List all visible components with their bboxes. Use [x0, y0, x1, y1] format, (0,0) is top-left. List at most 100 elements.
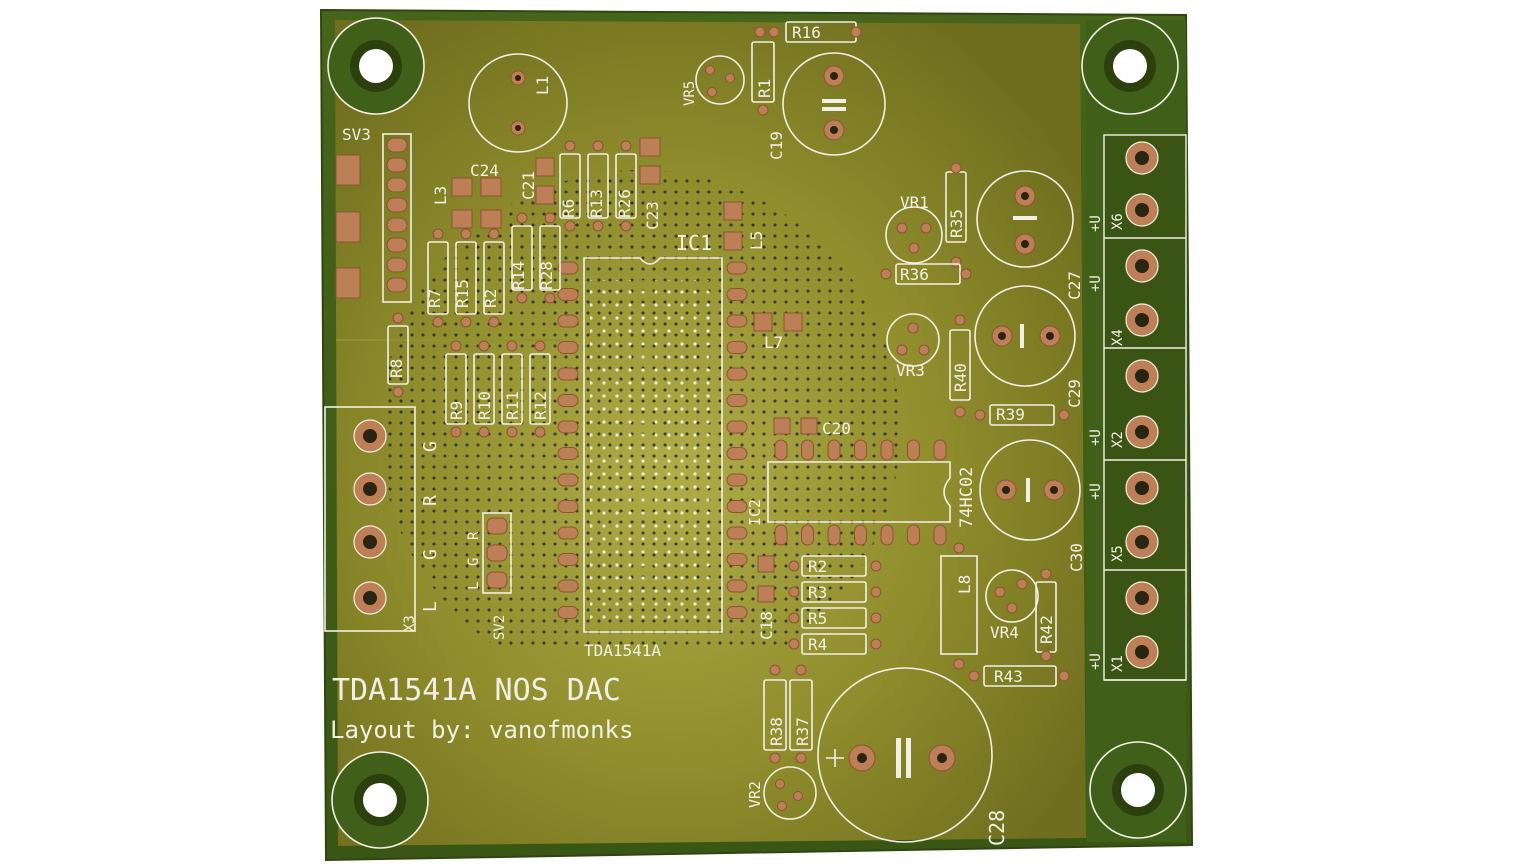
ic2-pad [933, 439, 947, 461]
x1-label: X1 [1110, 655, 1126, 672]
terminal-hole [1135, 535, 1149, 549]
resistor-body [539, 225, 561, 291]
ic1-pad [726, 261, 748, 275]
r14-label: R14 [509, 261, 528, 290]
ic1-pad [557, 394, 579, 407]
ic2-pad [880, 439, 894, 461]
r7-label: R7 [425, 289, 444, 308]
resistor-pad [460, 228, 472, 240]
ic2-pad [907, 439, 920, 461]
resistor-pad [432, 228, 444, 240]
resistor-pad [870, 612, 882, 624]
l3-label: L3 [431, 186, 450, 205]
x3-connector [324, 406, 416, 632]
cap-c27 [976, 170, 1074, 268]
resistor-pad [478, 426, 490, 438]
c23-label: C23 [643, 201, 662, 230]
resistor-pad [432, 316, 444, 328]
r6-label: R6 [559, 199, 578, 218]
ic1-pad [726, 606, 748, 619]
resistor-body [559, 153, 581, 219]
r38-label: R38 [767, 717, 786, 746]
ic1-pad [726, 473, 748, 487]
r3-label: R3 [808, 583, 827, 602]
resistor-pad [478, 340, 490, 352]
r26-label: R26 [615, 189, 634, 218]
r11-label: R11 [503, 391, 522, 420]
terminal-hole [1135, 313, 1149, 327]
board-title: TDA1541A NOS DAC [332, 673, 621, 708]
r39-label: R39 [996, 405, 1025, 424]
resistor-body [455, 241, 477, 315]
sv2-pin-2: G [466, 558, 482, 566]
terminal-hole [1135, 645, 1149, 659]
x3-label: X3 [402, 615, 418, 632]
resistor-pad [488, 316, 500, 328]
l5-label: L5 [747, 231, 766, 250]
x3-terminal-hole [363, 535, 377, 549]
ic1-pad [557, 367, 579, 381]
r8-label: R8 [387, 359, 406, 378]
ic1-pad [557, 261, 579, 275]
x4-label: X4 [1110, 329, 1126, 346]
sv2-pin-3: R [466, 531, 482, 540]
sv3-pad [386, 157, 408, 173]
ic2-footprint [767, 439, 951, 546]
ic1-pad [557, 314, 579, 328]
vr3-cluster [886, 313, 1070, 426]
ic1-pad [557, 553, 579, 566]
l7-label: L7 [764, 333, 783, 352]
resistor-body [615, 153, 637, 219]
r12-label: R12 [531, 391, 550, 420]
r9-label: R9 [447, 401, 466, 420]
resistor-pad [534, 340, 546, 352]
ic1-pad [726, 314, 748, 328]
ic2-pad [854, 524, 867, 546]
resistor-body [801, 607, 867, 629]
resistor-pad [564, 140, 576, 152]
mounting-hole-top-right [1081, 17, 1179, 115]
vr4-label: VR4 [990, 623, 1019, 642]
resistor-body [473, 353, 495, 425]
ic1-pad [726, 579, 748, 593]
x4-supply: +U [1088, 275, 1104, 292]
sv3-pad [386, 217, 408, 233]
l1-label: L1 [533, 76, 552, 95]
terminal-hole [1135, 481, 1149, 495]
ic1-pad [557, 447, 579, 460]
resistor-body [529, 353, 551, 425]
x5-label: X5 [1110, 545, 1126, 562]
mounting-hole-top-left [327, 17, 425, 115]
right-connectors [1103, 134, 1187, 681]
via-field-ic1 [590, 280, 710, 620]
cap-c30 [979, 439, 1081, 541]
resistor-pad [516, 212, 528, 224]
c29-label: C29 [1065, 379, 1084, 408]
sv2-jumper [482, 512, 512, 594]
ic2-pad [907, 524, 920, 546]
x2-supply: +U [1088, 429, 1104, 446]
sv2-pin-1: L [466, 582, 482, 590]
r36-label: R36 [900, 265, 929, 284]
terminal-hole [1135, 369, 1149, 383]
resistor-pad [870, 638, 882, 650]
r16-label: R16 [792, 23, 821, 42]
resistor-pad [564, 220, 576, 232]
resistor-pad [870, 560, 882, 572]
x5-supply: +U [1088, 483, 1104, 500]
ic2-pad [933, 524, 947, 546]
ic1-pad [726, 420, 748, 434]
c28-label: C28 [985, 810, 1009, 846]
resistor-pad [620, 220, 632, 232]
x3-pin-2: R [420, 495, 441, 506]
vr3-label: VR3 [896, 361, 925, 380]
r28-label: R28 [537, 261, 556, 290]
vr1-cluster [880, 162, 972, 285]
resistor-pad [620, 140, 632, 152]
resistor-pad [460, 316, 472, 328]
sv3-pad [386, 197, 408, 213]
x6-supply: +U [1088, 215, 1104, 232]
terminal-hole [1135, 425, 1149, 439]
ic2-pad [827, 439, 841, 461]
r40-label: R40 [951, 363, 970, 392]
